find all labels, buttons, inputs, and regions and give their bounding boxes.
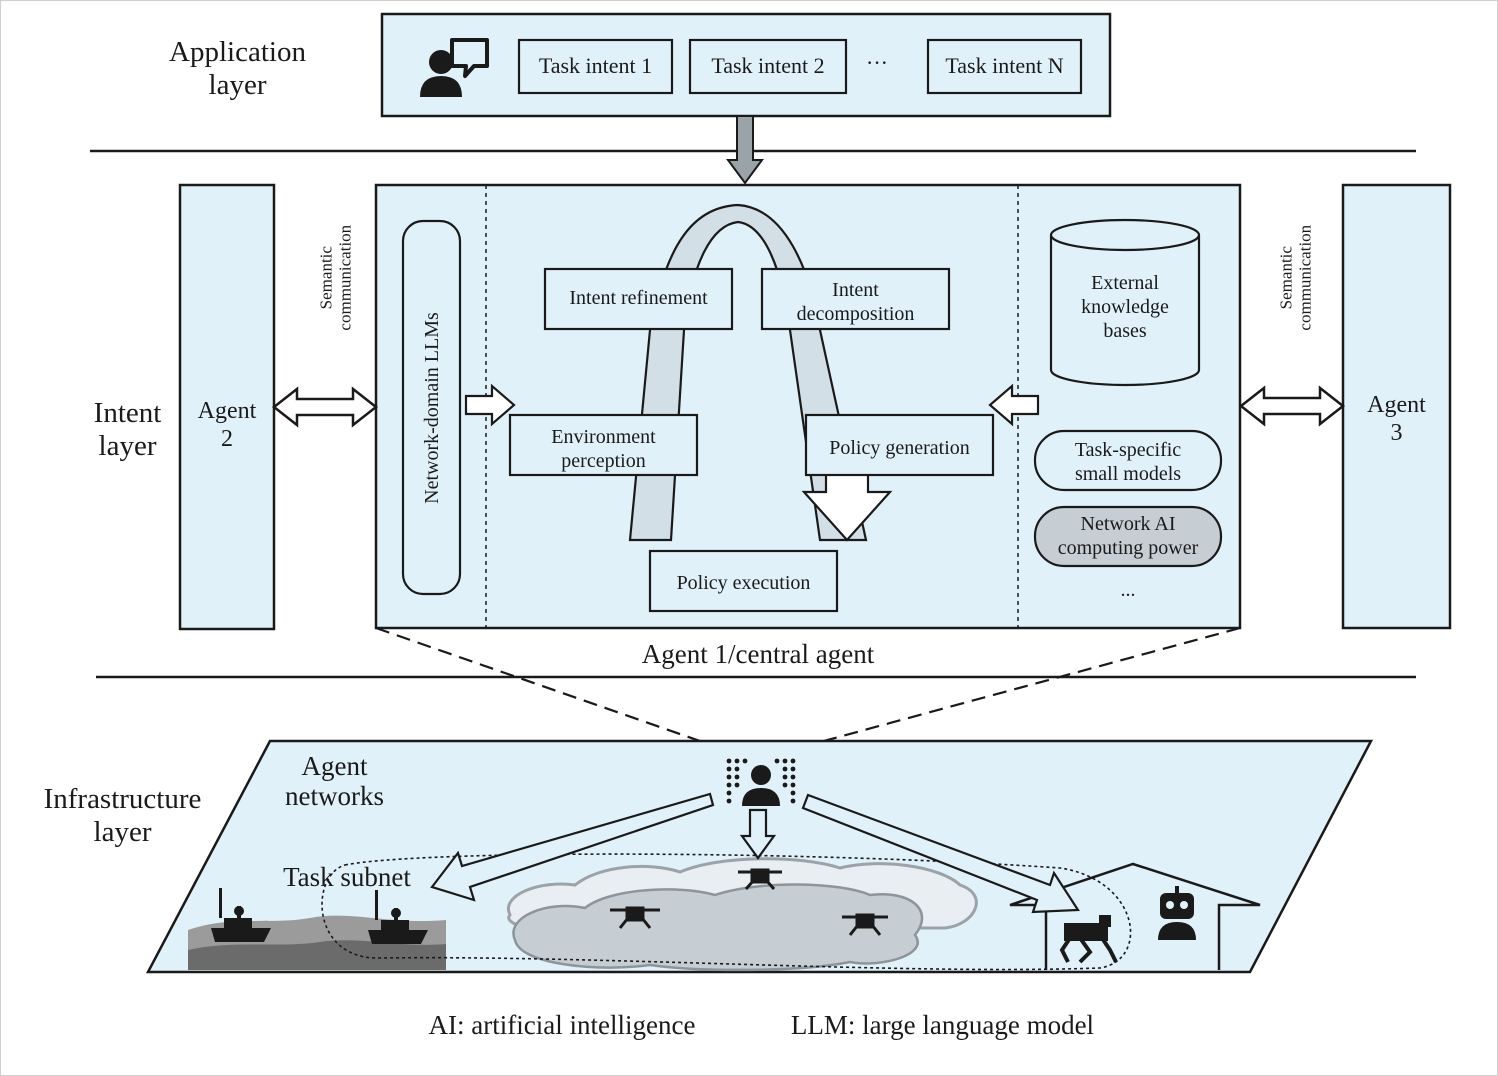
arrow-from-knowledge	[988, 383, 1040, 427]
dotted-agent-icon	[726, 758, 796, 806]
double-arrow-right	[1238, 385, 1346, 427]
task-intent-label: Task intent 1	[538, 53, 653, 78]
boat-icon	[211, 888, 271, 942]
task-subnet-boundary	[321, 853, 1132, 971]
double-arrow-left	[271, 386, 379, 428]
agent-networks-label: Agent networks	[285, 751, 384, 812]
network-ai-pill	[1033, 505, 1223, 568]
policy-generation-box	[804, 413, 995, 477]
agent-2-box	[178, 183, 276, 631]
arrow-to-drones	[739, 808, 777, 860]
agent-2-label: Agent 2	[197, 398, 257, 452]
footnote-llm: LLM: large language model	[790, 1010, 1095, 1040]
projection-line-left	[375, 626, 721, 750]
projection-line-right	[797, 626, 1241, 750]
application-layer-label: Application layer	[169, 36, 306, 102]
intent-refinement-label: Intent refinement	[569, 287, 708, 309]
task-specific-pill	[1033, 429, 1223, 492]
policy-generation-label: Policy generation	[829, 437, 970, 459]
robot-dog-icon	[1059, 915, 1118, 964]
intent-decomposition-label: Intent decomposition	[796, 279, 915, 325]
arrow-to-boats	[430, 792, 715, 902]
environment-perception-box	[508, 413, 699, 477]
drone-icon	[610, 906, 660, 929]
llm-label: Network-domain LLMs	[421, 312, 443, 504]
task-intent-label: Task intent N	[945, 53, 1064, 78]
task-intent-1-box	[517, 38, 674, 95]
infrastructure-layer-label: Infrastructure layer	[43, 783, 202, 849]
intent-decomposition-box	[760, 267, 951, 331]
task-intent-n-box	[926, 38, 1083, 95]
arrow-from-llm	[464, 383, 516, 427]
policy-execution-label: Policy execution	[676, 572, 811, 594]
external-knowledge-label: External knowledge bases	[1081, 272, 1169, 342]
central-agent-caption: Agent 1/central agent	[641, 639, 875, 669]
arrow-to-robot-dog	[801, 793, 1080, 914]
environment-perception-label: Environment perception	[551, 426, 656, 472]
drone-icon	[738, 868, 782, 890]
semantic-communication-left: Semantic communication	[316, 224, 354, 331]
intent-layer-label: Intent layer	[93, 397, 162, 463]
policy-output-arrow	[801, 472, 893, 542]
semantic-communication-right: Semantic communication	[1276, 224, 1314, 331]
drone-icon	[842, 913, 888, 936]
agent-3-box	[1341, 183, 1452, 630]
user-speech-icon	[420, 38, 489, 97]
task-intent-label: Task intent 2	[711, 53, 825, 78]
boat-icon	[368, 890, 428, 944]
cloud-front	[512, 883, 924, 972]
intent-refinement-box	[543, 267, 734, 331]
task-specific-label: Task-specific small models	[1074, 439, 1182, 485]
task-intent-2-box	[688, 38, 848, 95]
knowledge-cylinder	[1049, 218, 1201, 387]
task-intent-ellipsis: ···	[866, 50, 888, 75]
network-ai-label: Network AI computing power	[1057, 513, 1199, 559]
llm-pill	[401, 219, 462, 596]
footnote-ai: AI: artificial intelligence	[428, 1010, 696, 1040]
robot-icon	[1158, 886, 1196, 940]
agent-3-label: Agent 3	[1367, 392, 1426, 446]
policy-execution-box	[648, 549, 839, 613]
task-subnet-label: Task subnet	[283, 862, 411, 892]
down-arrow-application	[726, 115, 764, 185]
more-resources-ellipsis: ...	[1120, 579, 1136, 601]
